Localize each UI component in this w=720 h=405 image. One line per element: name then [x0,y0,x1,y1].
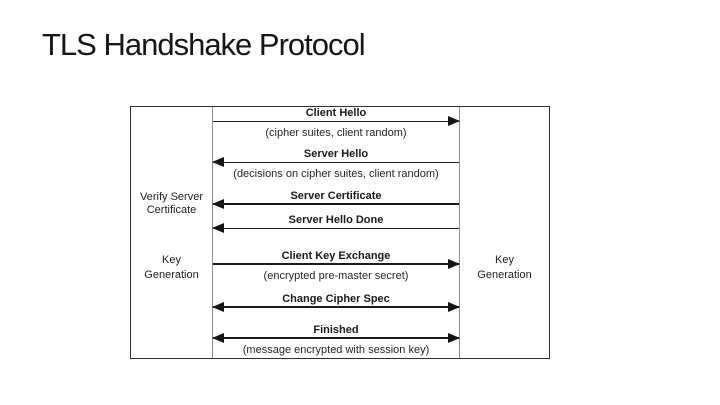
arrow-line [213,228,459,229]
server-lifeline [459,107,460,358]
arrow-line [213,203,459,205]
message-server-certificate: Server Certificate [212,190,459,210]
side-label-key-generation-left: Key Generation [144,254,199,281]
message-server-hello: Server Hello (decisions on cipher suites… [212,148,459,181]
client-key-exchange-arrow [213,259,460,270]
message-server-hello-done: Server Hello Done [212,214,459,234]
server-hello-done-arrow [212,223,459,234]
tls-handshake-diagram: Verify Server Certificate Key Generation… [130,106,550,359]
change-cipher-spec-arrow [212,302,460,313]
message-title: Server Certificate [290,190,382,202]
arrow-line [213,162,459,163]
arrow-line [213,306,459,308]
message-title: Finished [313,324,359,336]
message-client-key-exchange: Client Key Exchange (encrypted pre-maste… [213,250,460,283]
client-hello-arrow [213,116,460,127]
page-title: TLS Handshake Protocol [42,27,366,62]
message-subtitle: (decisions on cipher suites, client rand… [233,168,439,180]
message-title: Server Hello Done [288,214,384,226]
arrow-line [213,263,459,265]
message-title: Client Key Exchange [281,250,391,262]
message-subtitle: (encrypted pre-master secret) [263,270,409,282]
message-title: Server Hello [303,148,369,160]
arrow-line [213,337,459,339]
finished-arrow [212,333,460,344]
side-label-verify-server-certificate: Verify Server Certificate [140,191,203,216]
message-finished: Finished (message encrypted with session… [212,324,460,357]
arrow-line [213,121,459,122]
message-client-hello: Client Hello (cipher suites, client rand… [213,107,460,140]
side-label-key-generation-right: Key Generation [477,254,532,281]
server-hello-arrow [212,157,459,168]
server-certificate-arrow [212,199,459,210]
message-subtitle: (cipher suites, client random) [265,127,407,139]
message-subtitle: (message encrypted with session key) [242,344,430,356]
message-change-cipher-spec: Change Cipher Spec [212,293,460,313]
message-title: Client Hello [305,107,367,119]
message-title: Change Cipher Spec [282,293,390,305]
